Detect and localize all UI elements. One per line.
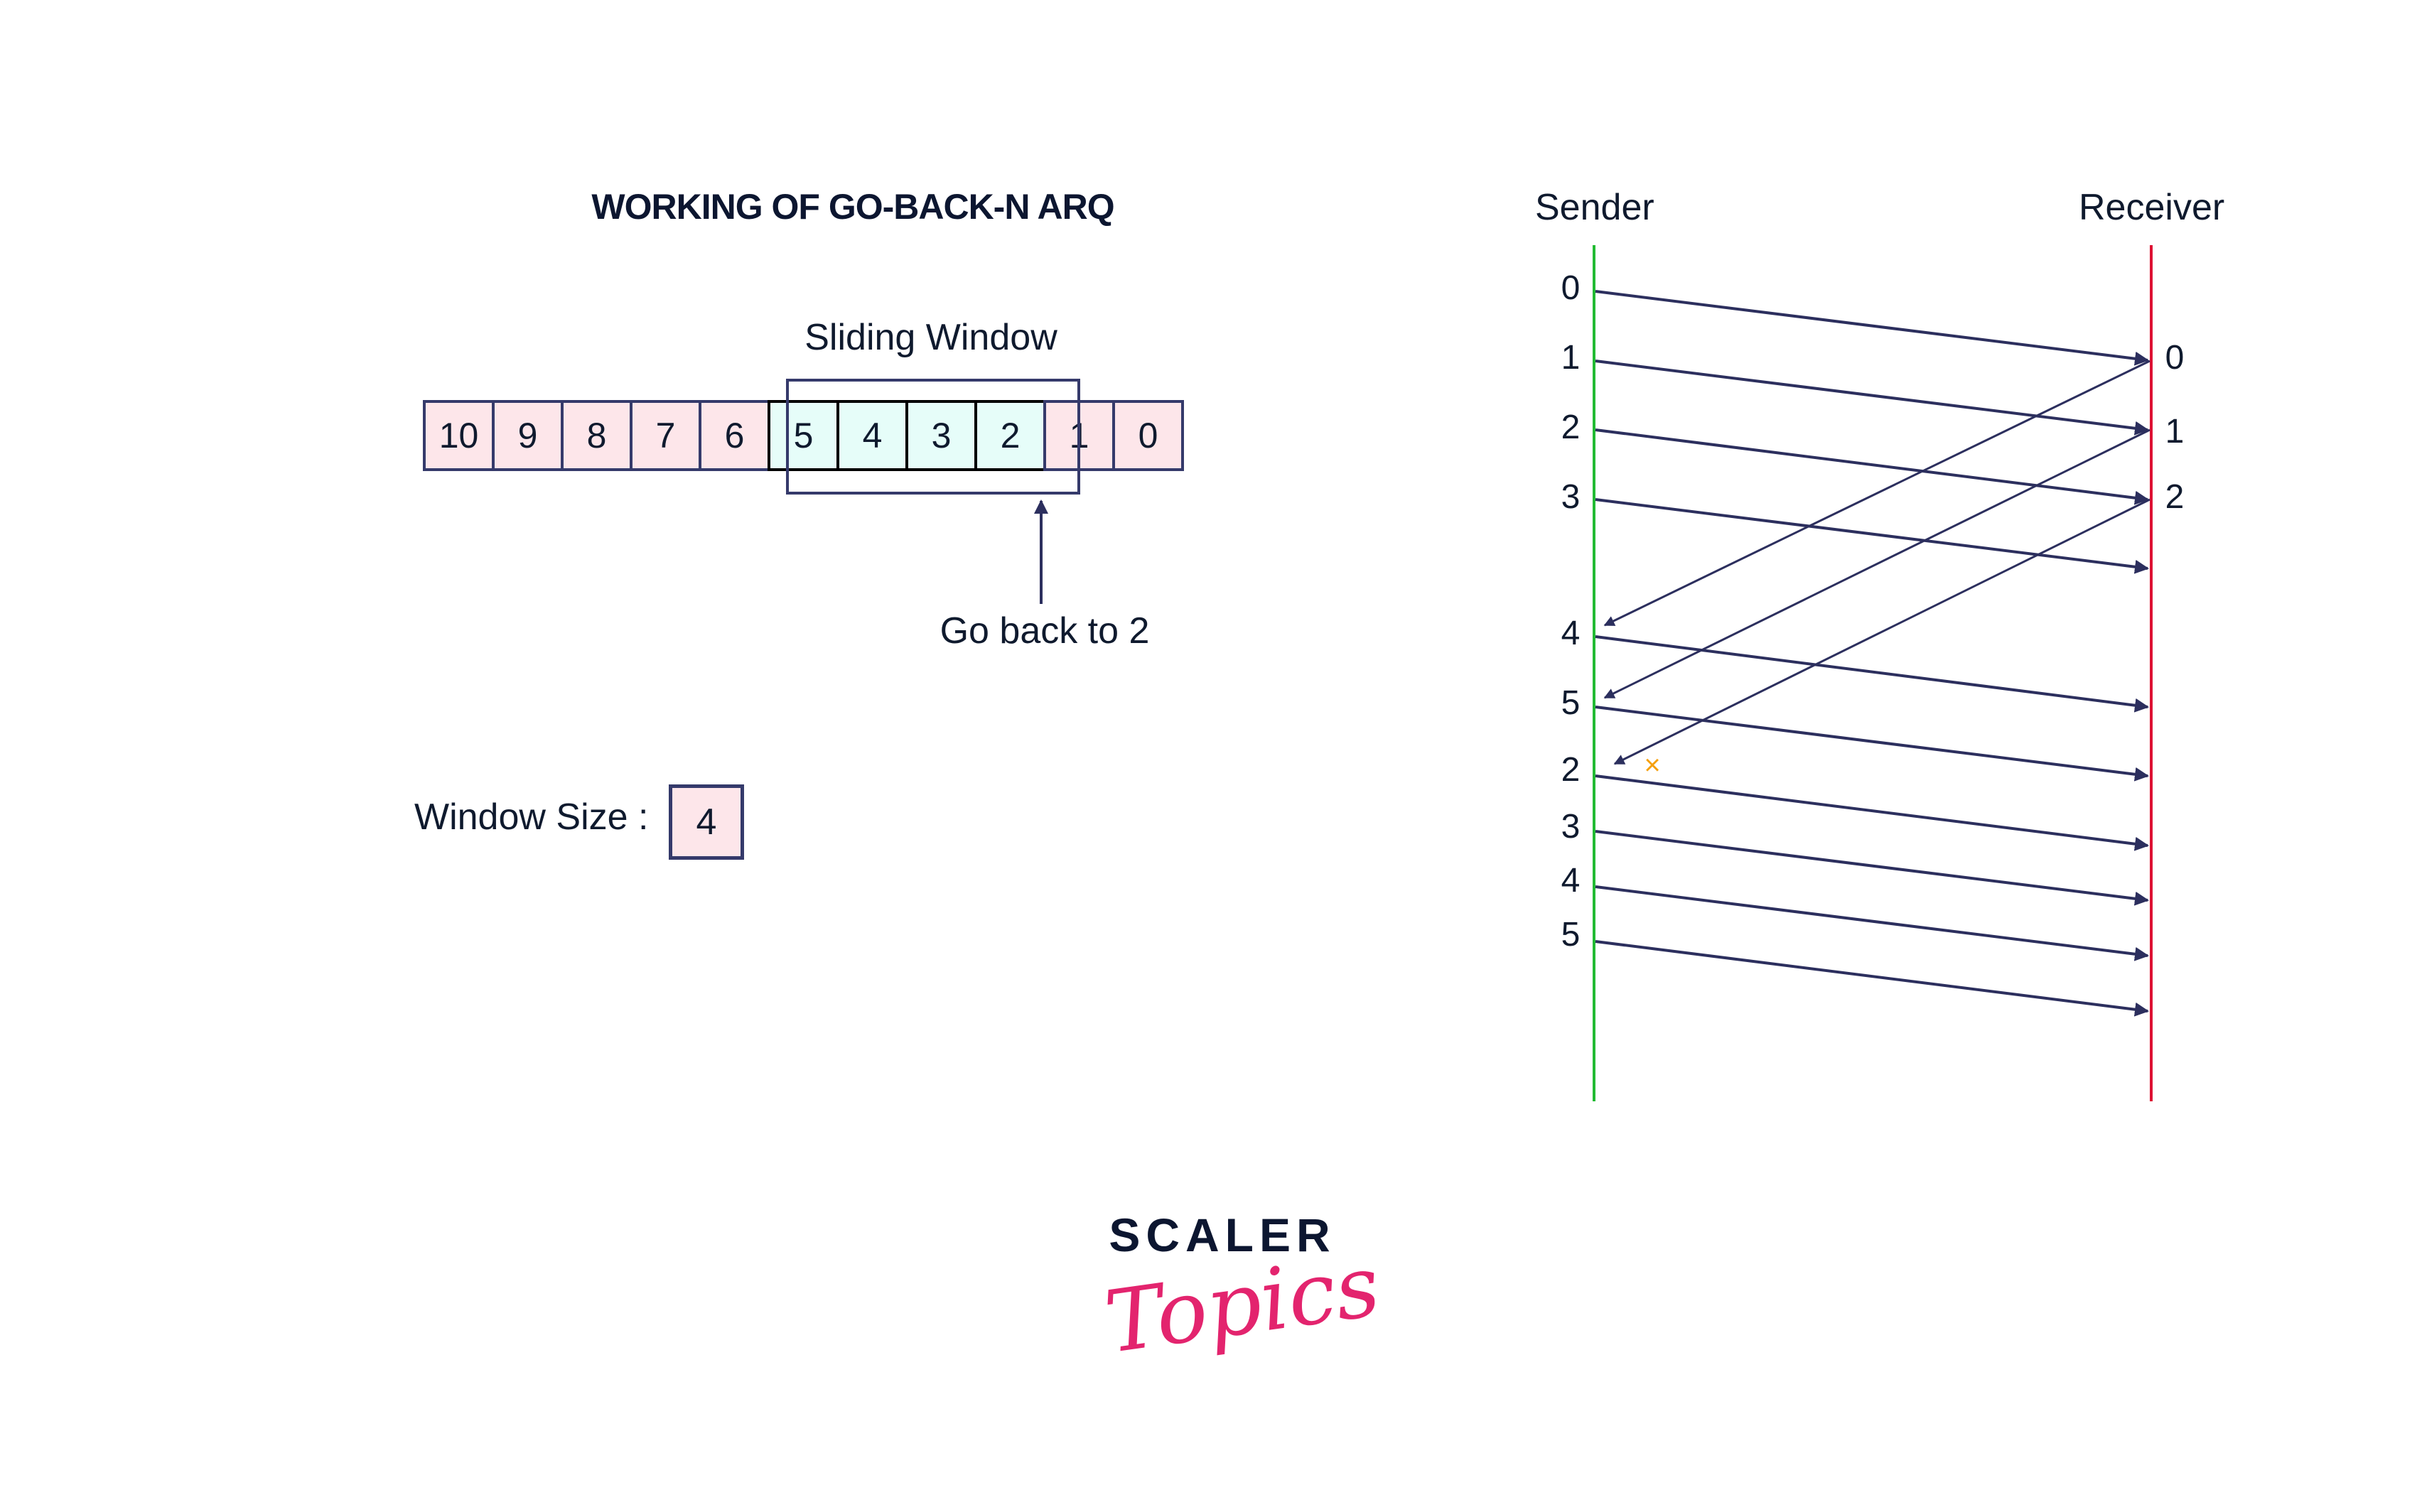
sender-seq-label: 3 bbox=[1561, 808, 1581, 846]
frame-cell: 8 bbox=[561, 400, 632, 471]
frame-cell: 7 bbox=[630, 400, 701, 471]
frame-sequence: 10 9 8 7 6 5 4 3 2 1 0 bbox=[423, 400, 1184, 471]
window-size-value: 4 bbox=[669, 784, 744, 860]
sender-seq-label: 4 bbox=[1561, 862, 1581, 900]
ack-arrow bbox=[1603, 428, 2150, 699]
receiver-label: Receiver bbox=[2079, 187, 2225, 228]
sender-seq-label: 5 bbox=[1561, 684, 1581, 722]
go-back-label: Go back to 2 bbox=[940, 610, 1150, 652]
sender-seq-label: 5 bbox=[1561, 916, 1581, 954]
frame-cell: 9 bbox=[492, 400, 564, 471]
sender-seq-label: 2 bbox=[1561, 751, 1581, 789]
sender-seq-label: 4 bbox=[1561, 615, 1581, 652]
frame-cell-in-window: 3 bbox=[905, 400, 977, 471]
frame-arrow bbox=[1595, 830, 2149, 906]
diagram-title: WORKING OF GO-BACK-N ARQ bbox=[591, 187, 1114, 227]
frame-arrow bbox=[1595, 498, 2149, 574]
frame-arrow bbox=[1595, 940, 2149, 1017]
frame-arrow bbox=[1595, 428, 2149, 505]
sender-seq-label: 1 bbox=[1561, 339, 1581, 377]
sender-seq-label: 3 bbox=[1561, 478, 1581, 516]
receiver-seq-label: 2 bbox=[2165, 478, 2185, 516]
frame-cell: 0 bbox=[1112, 400, 1184, 471]
frame-arrow bbox=[1595, 290, 2149, 366]
frame-arrow bbox=[1595, 706, 2149, 782]
ack-arrow bbox=[1603, 360, 2150, 627]
frame-cell-in-window: 5 bbox=[768, 400, 839, 471]
frame-cell: 10 bbox=[423, 400, 495, 471]
ack-arrow bbox=[1613, 498, 2150, 765]
lost-ack-marker: × bbox=[1644, 750, 1660, 781]
sender-seq-label: 0 bbox=[1561, 269, 1581, 307]
sender-seq-label: 2 bbox=[1561, 409, 1581, 446]
frame-arrow bbox=[1595, 774, 2149, 851]
receiver-seq-label: 0 bbox=[2165, 339, 2185, 377]
window-size-label: Window Size : bbox=[414, 796, 649, 838]
sliding-window-label: Sliding Window bbox=[804, 317, 1057, 358]
receiver-seq-label: 1 bbox=[2165, 413, 2185, 450]
frame-arrow bbox=[1595, 885, 2149, 961]
sender-label: Sender bbox=[1535, 187, 1654, 228]
frame-arrow bbox=[1595, 635, 2149, 713]
frame-arrow bbox=[1595, 360, 2149, 436]
brand-logo-scaler: SCALER bbox=[1109, 1209, 1336, 1261]
